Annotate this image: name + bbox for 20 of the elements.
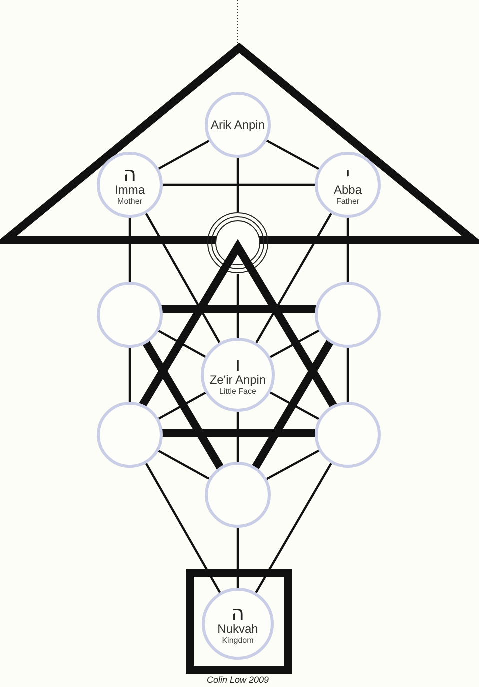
connector-line <box>255 462 332 594</box>
meaning-label: Kingdom <box>222 636 254 646</box>
partzuf-circle <box>315 152 381 218</box>
partzuf-circle <box>97 152 163 218</box>
hebrew-letter: ה <box>123 164 137 184</box>
hebrew-letter: ה <box>231 602 245 622</box>
hebrew-letter: י <box>346 164 350 184</box>
connector-line <box>266 140 320 170</box>
connector-line <box>163 184 315 186</box>
name-label: Arik Anpin <box>210 118 266 132</box>
connector-line <box>158 140 210 170</box>
connector-line <box>236 528 240 588</box>
credit-label: Colin Low 2009 <box>207 675 270 686</box>
meaning-label: Father <box>336 196 360 206</box>
connector-line <box>145 463 222 594</box>
meaning-label: Mother <box>118 196 142 206</box>
name-label: Imma <box>115 184 145 196</box>
connector-line <box>236 158 240 212</box>
name-label: Nukvah <box>218 622 258 636</box>
name-label: Abba <box>334 184 362 196</box>
